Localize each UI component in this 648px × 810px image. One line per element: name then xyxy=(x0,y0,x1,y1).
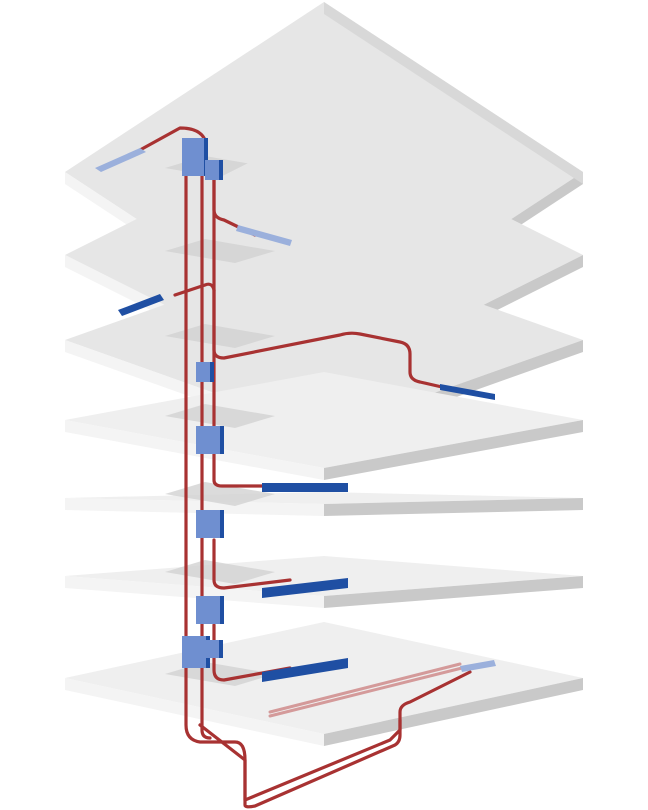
cable-run xyxy=(212,173,257,237)
riser-unit-front xyxy=(182,138,208,176)
cable-network xyxy=(138,126,472,809)
floor-side-right xyxy=(324,678,583,746)
riser-unit-side xyxy=(220,596,224,624)
floor-unit xyxy=(262,483,348,492)
riser-unit xyxy=(182,138,208,176)
floor-top-face xyxy=(65,372,583,468)
shaft-opening xyxy=(165,324,275,348)
riser-unit-side xyxy=(220,510,224,538)
riser-unit-side xyxy=(219,640,223,658)
cable-run xyxy=(198,670,472,809)
floor-unit xyxy=(460,660,496,672)
shaft-opening xyxy=(165,482,275,506)
floor-side-right xyxy=(324,420,583,480)
floor-side-left xyxy=(65,576,324,608)
riser-unit-side xyxy=(210,362,214,382)
riser-unit-front xyxy=(205,640,223,658)
floor-slab xyxy=(65,372,583,480)
floor-unit xyxy=(262,658,348,682)
riser-unit xyxy=(196,362,214,382)
riser-unit-front xyxy=(196,510,224,538)
riser-unit xyxy=(205,160,223,180)
cable-run-hidden xyxy=(268,664,472,718)
shaft-opening xyxy=(165,239,275,263)
floor-unit xyxy=(440,384,495,400)
equipment-units xyxy=(95,138,496,682)
riser-unit xyxy=(205,640,223,658)
floor-side-right xyxy=(324,576,583,608)
floor-side-right xyxy=(324,498,583,516)
floor-side-left xyxy=(65,420,324,480)
cable-run xyxy=(212,288,457,392)
cable-run xyxy=(200,148,212,740)
floor-slabs xyxy=(65,2,583,746)
cable-run-hidden xyxy=(268,662,462,714)
riser-unit xyxy=(196,510,224,538)
floor-slab xyxy=(65,482,583,516)
riser-unit-front xyxy=(196,362,214,382)
cable-run xyxy=(212,166,302,488)
riser-unit xyxy=(196,426,224,454)
shaft-opening xyxy=(165,404,275,428)
cable-run xyxy=(212,538,292,590)
floor-slab xyxy=(65,622,583,746)
riser-unit-side xyxy=(219,160,223,180)
floor-unit xyxy=(95,148,146,172)
floor-slab xyxy=(65,556,583,608)
riser-unit-front xyxy=(205,160,223,180)
floor-side-left xyxy=(65,678,324,746)
floor-top-face xyxy=(65,622,583,734)
riser-unit xyxy=(196,596,224,624)
floor-unit xyxy=(118,294,164,316)
cable-run xyxy=(173,282,216,297)
riser-unit-side xyxy=(220,426,224,454)
floor-unit xyxy=(236,225,292,246)
riser-unit-side xyxy=(204,138,208,176)
riser-unit-front xyxy=(196,426,224,454)
shaft-opening xyxy=(165,560,275,584)
riser-unit-front xyxy=(196,596,224,624)
cable-run xyxy=(212,623,292,682)
floor-side-left xyxy=(65,498,324,516)
top-slab-edge xyxy=(324,2,583,184)
floor-unit xyxy=(262,578,348,598)
